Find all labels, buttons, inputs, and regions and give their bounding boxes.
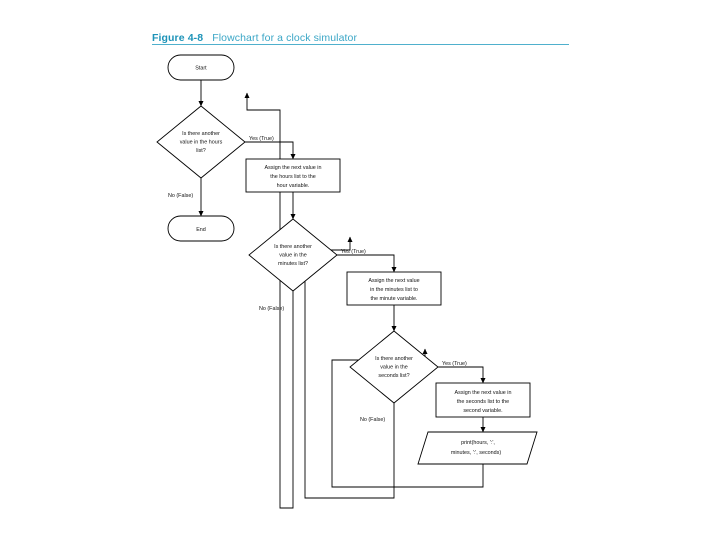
node-process-hours-line1: Assign the next value in (265, 165, 322, 171)
node-decision-hours-line1: Is there another (182, 131, 220, 137)
edge-minutes-no-loopback-hours (244, 92, 294, 509)
node-start: Start (167, 54, 235, 81)
node-process-hours-line2: the hours list to the (270, 174, 316, 180)
node-decision-seconds-line3: seconds list? (378, 373, 409, 379)
node-process-hours: Assign the next value in the hours list … (245, 158, 341, 193)
node-start-label: Start (195, 66, 207, 72)
node-process-seconds-line3: second variable. (463, 408, 502, 414)
node-decision-seconds: Is there another value in the seconds li… (349, 330, 439, 404)
node-process-minutes-line3: the minute variable. (370, 296, 417, 302)
node-decision-minutes: Is there another value in the minutes li… (248, 218, 338, 292)
node-process-seconds-line1: Assign the next value in (455, 390, 512, 396)
edge-seconds-no-loopback-minutes (304, 236, 395, 499)
node-decision-minutes-line3: minutes list? (278, 261, 308, 267)
edge-label-seconds-no: No (False) (360, 417, 385, 423)
node-process-minutes-line2: in the minutes list to (370, 287, 418, 293)
node-io-print-line1: print(hours, ':', (461, 440, 495, 446)
node-io-print: print(hours, ':', minutes, ':', seconds) (417, 431, 538, 465)
edge-label-seconds-yes: Yes (True) (442, 361, 467, 367)
node-decision-minutes-line2: value in the (279, 253, 307, 259)
caption-divider (152, 44, 569, 45)
node-decision-minutes-line1: Is there another (274, 244, 312, 250)
edge-hours-yes (245, 141, 296, 160)
node-decision-seconds-line2: value in the (380, 365, 408, 371)
node-process-minutes: Assign the next value in the minutes lis… (346, 271, 442, 306)
edge-label-minutes-yes: Yes (True) (341, 249, 366, 255)
node-end: End (167, 215, 235, 242)
node-process-hours-line3: hour variable. (277, 183, 310, 189)
figure-caption: Figure 4-8 Flowchart for a clock simulato… (152, 28, 572, 48)
node-io-print-line2: minutes, ':', seconds) (451, 450, 501, 456)
node-decision-hours: Is there another value in the hours list… (156, 105, 246, 179)
node-process-minutes-line1: Assign the next value (368, 278, 419, 284)
node-process-seconds: Assign the next value in the seconds lis… (435, 382, 531, 418)
edge-minutes-yes (337, 254, 397, 273)
node-decision-seconds-line1: Is there another (375, 356, 413, 362)
edge-label-hours-no: No (False) (168, 193, 193, 199)
edge-seconds-yes (438, 366, 486, 384)
node-end-label: End (196, 227, 206, 233)
node-process-seconds-line2: the seconds list to the (457, 399, 509, 405)
node-decision-hours-line2: value in the hours (180, 140, 223, 146)
node-decision-hours-line3: list? (196, 148, 206, 154)
figure-number: Figure 4-8 (152, 32, 204, 44)
edge-label-hours-yes: Yes (True) (249, 136, 274, 142)
edge-label-minutes-no: No (False) (259, 306, 284, 312)
figure-title: Flowchart for a clock simulator (212, 32, 358, 44)
